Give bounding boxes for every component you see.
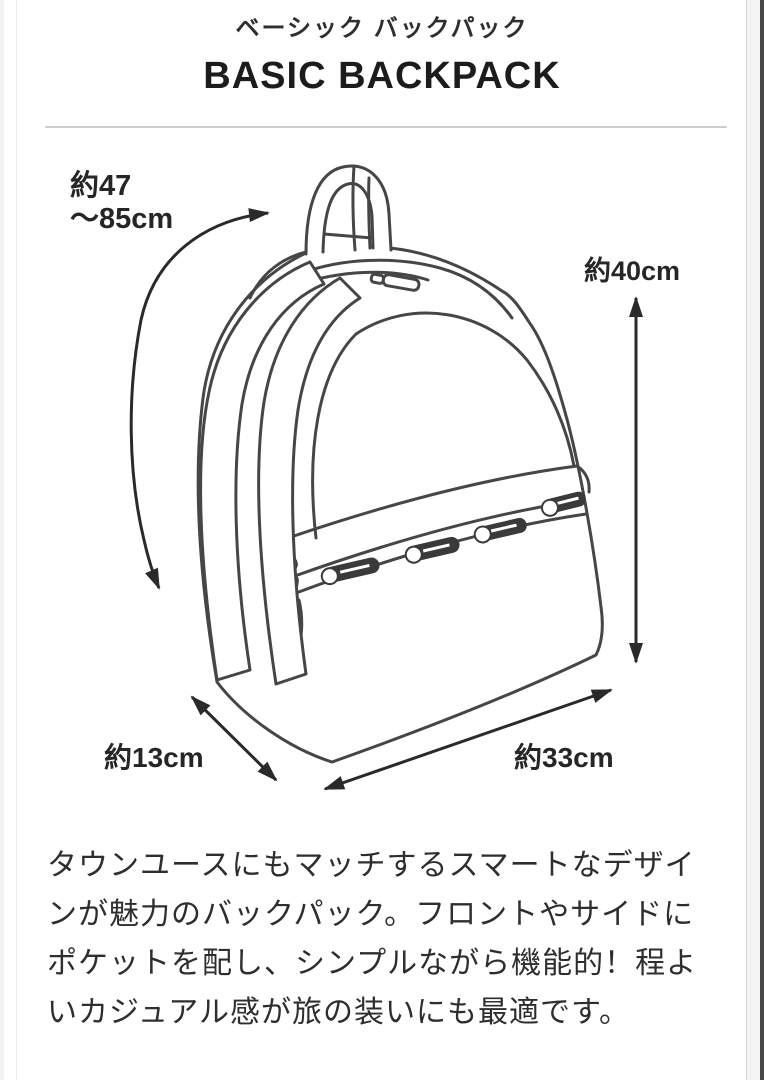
depth-arrow — [190, 695, 278, 782]
page-header: ベーシック バックパック BASIC BACKPACK — [0, 0, 764, 98]
width-label: 約33cm — [514, 742, 614, 773]
strap-length-line2: 〜85cm — [70, 203, 174, 235]
header-divider — [45, 126, 727, 128]
width-arrow — [323, 688, 613, 791]
strap-length-label: 約47 〜85cm — [70, 170, 173, 236]
strap-length-arrow — [129, 208, 270, 590]
backpack-line-drawing-icon — [129, 164, 643, 791]
page-left-border — [16, 0, 17, 1080]
scrollbar-track[interactable] — [746, 0, 764, 1080]
product-subtitle-jp: ベーシック バックパック — [235, 15, 529, 42]
page-left-edge — [0, 0, 4, 1080]
product-title-en: BASIC BACKPACK — [203, 55, 561, 97]
size-diagram: 約47 〜85cm 約40cm 約13cm 約33cm — [70, 164, 681, 791]
height-label: 約40cm — [584, 256, 681, 286]
depth-label: 約13cm — [104, 742, 204, 773]
scrollbar-thumb[interactable] — [760, 0, 764, 1080]
strap-length-line1: 約47 — [70, 170, 132, 202]
product-description: タウンユースにもマッチするスマートなデザインが魅力のバックパック。フロントやサイ… — [47, 849, 698, 1029]
